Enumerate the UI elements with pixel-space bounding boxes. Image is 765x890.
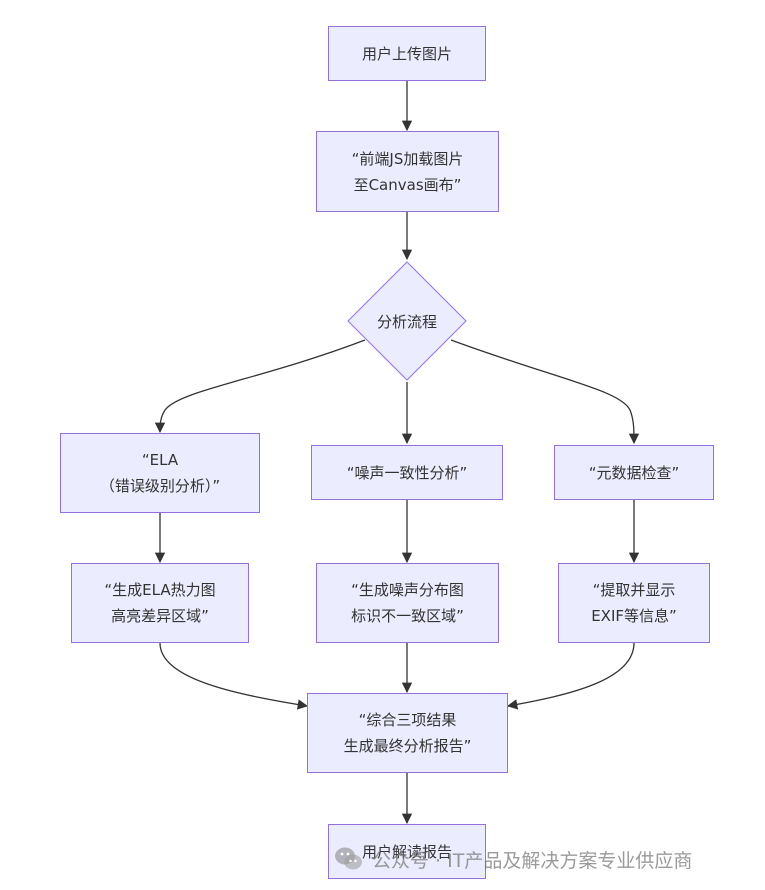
node-upload: 用户上传图片 [328, 26, 486, 81]
node-ela-label-line2: （错误级别分析）” [99, 477, 221, 495]
node-flow-decision: 分析流程 [347, 261, 467, 381]
node-meta-result-label-line2: EXIF等信息” [591, 607, 677, 625]
node-report: “综合三项结果 生成最终分析报告” [307, 693, 508, 773]
node-noise-result-label-line2: 标识不一致区域” [351, 607, 464, 625]
node-report-label-line2: 生成最终分析报告” [343, 737, 472, 755]
edge-flow-to-ela [154, 339, 366, 434]
node-noise-result: “生成噪声分布图 标识不一致区域” [316, 563, 499, 643]
node-noise: “噪声一致性分析” [311, 445, 503, 500]
node-meta: “元数据检查” [554, 445, 714, 500]
decision-shape [347, 261, 467, 381]
node-upload-label: 用户上传图片 [361, 44, 452, 63]
node-load-label-line2: 至Canvas画布” [353, 175, 462, 194]
node-read-label: 用户解读报告 [361, 842, 452, 861]
node-flow-label: 分析流程 [376, 312, 437, 331]
node-meta-result-label-line1: “提取并显示 [592, 581, 676, 599]
node-report-label-line1: “综合三项结果 [358, 711, 457, 729]
node-ela: “ELA （错误级别分析）” [60, 433, 260, 513]
edge-flow-to-meta [450, 339, 640, 445]
node-ela-label-line1: “ELA [141, 451, 179, 469]
node-noise-result-label-line1: “生成噪声分布图 [351, 581, 464, 599]
node-noise-label: “噪声一致性分析” [346, 463, 468, 482]
node-meta-result: “提取并显示 EXIF等信息” [558, 563, 710, 643]
node-load-label-line1: “前端JS加载图片 [351, 149, 464, 168]
node-ela-result-label-line1: “生成ELA热力图 [104, 581, 216, 599]
node-ela-result-label-line2: 高亮差异区域” [111, 607, 209, 625]
edge-meta-result-to-report [506, 642, 635, 710]
wechat-icon [334, 846, 364, 872]
node-meta-label: “元数据检查” [588, 463, 680, 482]
node-load: “前端JS加载图片 至Canvas画布” [316, 131, 499, 212]
node-ela-result: “生成ELA热力图 高亮差异区域” [71, 563, 249, 643]
watermark: 公众号 · IT产品及解决方案专业供应商 [334, 842, 692, 876]
watermark-text: 公众号 · IT产品及解决方案专业供应商 [372, 849, 693, 872]
edge-ela-result-to-report [159, 642, 309, 710]
node-read: 用户解读报告 [328, 824, 486, 879]
